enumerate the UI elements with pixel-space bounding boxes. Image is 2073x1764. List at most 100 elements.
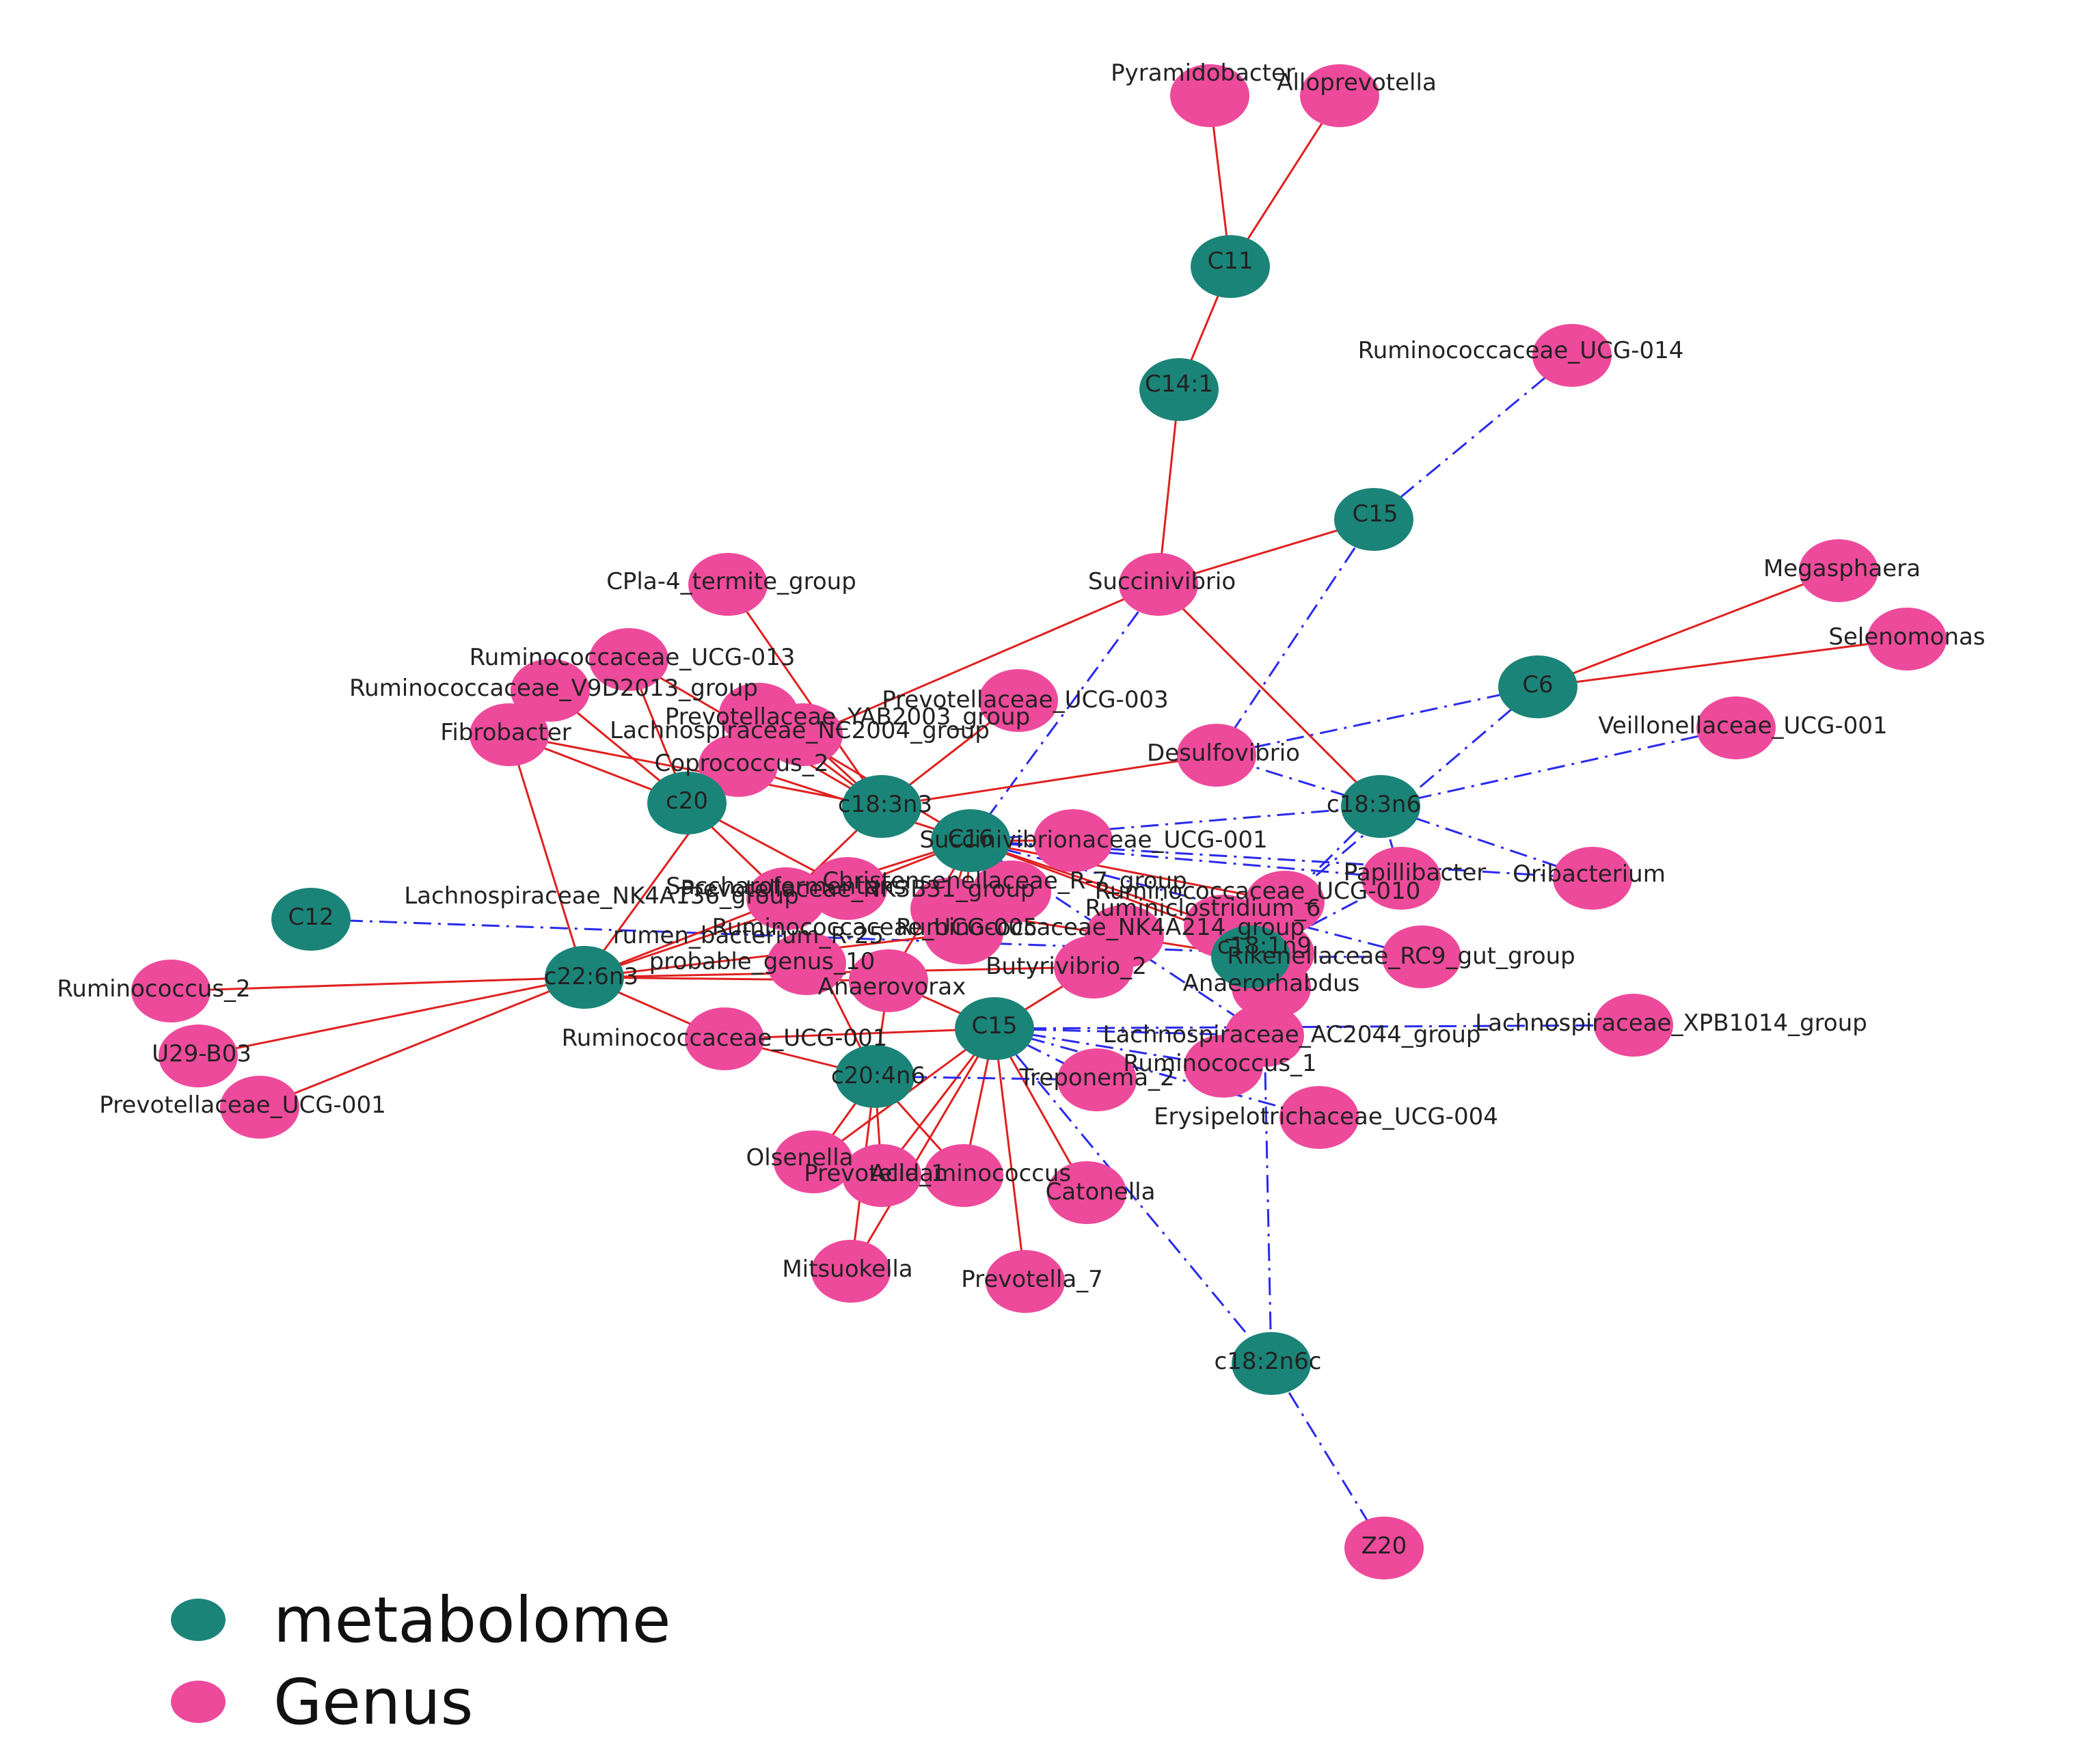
edge-c16-ruminiclostridium-6 [970,839,1224,927]
node-oribacterium [1553,847,1632,910]
edge-c15b-erysipelotrichaceae-ucg-004 [994,1027,1320,1119]
edge-c22-6n3-fibrobacter [508,734,586,978]
label-succinivibrionaceae-ucg-001: Succinivibrionaceae_UCG-001 [919,826,1267,854]
legend-label-metabolome: metabolome [273,1583,671,1657]
label-oribacterium: Oribacterium [1513,860,1666,888]
label-prevotellaceae-yab2003-group: Prevotellaceae_YAB2003_group [665,703,1030,731]
node-megasphaera [1799,539,1878,602]
label-probable-genus-10: probable_genus_10 [649,948,876,975]
node-papillibacter [1361,847,1441,910]
label-christensenellaceae-r-7-group: Christensenellaceae_R-7_group [822,867,1187,895]
label-ruminococcus-1: Ruminococcus_1 [1123,1050,1316,1077]
node-rikenellaceae-rc9-gut-group [1382,925,1461,988]
edge-c6-selenomonas [1537,638,1908,688]
node-c18-3n6 [1341,775,1420,838]
node-ruminococcaceae-ucg-001 [685,1007,764,1070]
node-probable-genus-10 [767,932,846,995]
label-lachnospiraceae-nc2004-group: Lachnospiraceae_NC2004_group [610,717,990,744]
node-c14-1 [1139,358,1219,421]
node-ruminococcaceae-v9d2013-group [511,659,590,722]
label-ruminococcaceae-ucg-014: Ruminococcaceae_UCG-014 [1358,337,1684,364]
label-c18-3n3: c18:3n3 [838,791,932,818]
label-rumen-bacterium-r-25: rumen_bacterium_R-25 [613,922,884,949]
edge-c11-alloprevotella [1229,95,1341,267]
legend: metabolome Genus [171,1579,670,1743]
edge-c18-3n6-veillonellaceae-ucg-001 [1380,727,1737,808]
label-c15b: C15 [971,1012,1017,1040]
legend-label-genus: Genus [273,1665,474,1739]
node-rumen-bacterium-r-25 [1085,905,1164,968]
label-prevotella-7: Prevotella_7 [961,1266,1103,1293]
edge-c22-6n3-prevotellaceae-ucg-001 [259,976,585,1109]
label-prevotellaceae-nk3b31-group: Prevotellaceae_NK3B31_group [680,876,1035,903]
label-c15: C15 [1352,500,1398,528]
node-ruminococcaceae-ucg-013 [589,628,668,691]
node-c20 [647,772,727,834]
node-c18-2n6c [1232,1332,1311,1395]
label-prevotellaceae-ucg-001: Prevotellaceae_UCG-001 [99,1091,385,1119]
legend-item-genus: Genus [171,1661,670,1743]
node-pyramidobacter [1170,64,1249,127]
node-anaerovorax [849,949,928,1012]
edge-c6-desulfovibrio [1216,686,1539,757]
label-c18-1n9: c18:1n9 [1217,932,1312,960]
label-c12: C12 [288,904,334,931]
label-catonella: Catonella [1046,1178,1156,1206]
label-ruminococcaceae-ucg-010: Ruminococcaceae_UCG-010 [1095,878,1421,905]
edge-c18-3n3-fibrobacter [509,733,882,808]
label-ruminococcaceae-ucg-005: Ruminococcaceae_UCG-005 [712,914,1038,941]
node-prevotellaceae-ucg-001 [220,1076,299,1139]
edge-succinivibrio-c18-3n6 [1157,583,1382,808]
edge-c18-2n6c-lachnospiraceae-ac2044-group [1263,1035,1273,1364]
node-lachnospiraceae-nc2004-group [763,703,843,766]
edge-c15b-c18-2n6c [993,1028,1273,1364]
edge-c15-desulfovibrio [1215,519,1375,756]
node-acidaminococcus [924,1144,1003,1207]
genus-marker-icon [171,1681,226,1723]
node-selenomonas [1867,608,1947,670]
node-olsenella [774,1130,853,1193]
label-ruminococcaceae-nk4a214-group: Ruminococcaceae_NK4A214_group [896,914,1305,941]
node-veillonellaceae-ucg-001 [1696,696,1776,759]
edge-c22-6n3-u29-b03 [198,976,585,1057]
label-prevotellaceae-ucg-003: Prevotellaceae_UCG-003 [882,686,1168,714]
edge-c15b-lachnospiraceae-xpb1014-group [994,1024,1634,1030]
label-u29-b03: U29-B03 [152,1040,252,1068]
edge-c15b-mitsuokella [850,1028,996,1272]
label-c6: C6 [1522,671,1553,698]
metabolome-marker-icon [171,1599,226,1641]
edge-c6-ruminococcaceae-ucg-010 [1284,686,1539,904]
label-veillonellaceae-ucg-001: Veillonellaceae_UCG-001 [1598,712,1887,739]
label-desulfovibrio: Desulfovibrio [1147,739,1300,767]
node-u29-b03 [159,1025,238,1087]
node-ruminococcus-2 [131,960,211,1022]
edges-layer [170,95,1908,1549]
edge-c16-ruminococcaceae-ucg-010 [970,839,1286,904]
node-mitsuokella [811,1240,891,1303]
label-lachnospiraceae-ac2044-group: Lachnospiraceae_AC2044_group [1103,1021,1481,1048]
label-c22-6n3: c22:6n3 [544,963,638,990]
edge-c15b-ruminococcaceae-ucg-001 [724,1027,995,1040]
label-anaerovorax: Anaerovorax [818,973,966,1001]
node-c15 [1334,488,1413,551]
node-prevotella-7 [986,1250,1065,1313]
label-papillibacter: Papillibacter [1344,859,1487,886]
label-acidaminococcus: Acidaminococcus [870,1160,1071,1187]
node-christensenellaceae-r-7-group [972,860,1051,923]
label-cpla-4-termite-group: CPla-4_termite_group [606,568,856,595]
label-succinivibrio: Succinivibrio [1088,568,1236,595]
label-butyrivibrio-2: Butyrivibrio_2 [986,953,1147,980]
label-rikenellaceae-rc9-gut-group: Rikenellaceae_RC9_gut_group [1227,942,1575,970]
label-ruminococcaceae-ucg-013: Ruminococcaceae_UCG-013 [470,644,796,671]
node-saccharofermentans [746,867,826,930]
edge-c6-megasphaera [1537,569,1839,688]
label-c20-4n6: c20:4n6 [831,1062,925,1089]
edge-c15b-lachnospiraceae-ac2044-group [994,1027,1265,1037]
edge-c15-ruminococcaceae-ucg-014 [1373,354,1573,521]
label-selenomonas: Selenomonas [1828,623,1985,651]
label-c11: C11 [1207,247,1253,275]
label-c20: c20 [666,787,708,815]
label-saccharofermentans: Saccharofermentans [666,873,906,900]
label-z20: Z20 [1361,1532,1407,1560]
label-fibrobacter: Fibrobacter [440,719,571,746]
